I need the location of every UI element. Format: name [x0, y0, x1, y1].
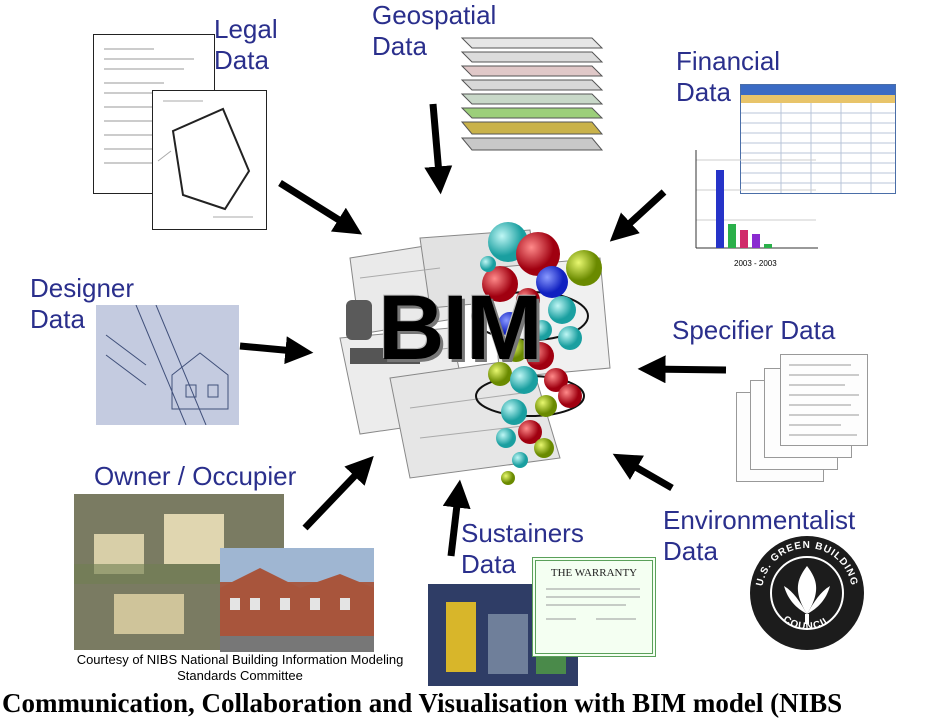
- geospatial-layers: [460, 37, 604, 151]
- database-icon: [346, 300, 372, 340]
- financial-label-line1: Financial: [676, 46, 781, 76]
- bim-spheres: [471, 222, 602, 485]
- owner-building-photo: [220, 548, 374, 652]
- legal-plat-map: [152, 90, 267, 230]
- legal-data-label: Legal Data: [214, 14, 278, 76]
- townhouse-photo: [220, 548, 374, 652]
- financial-label-line2: Data: [676, 77, 731, 107]
- sustainers-label-line1: Sustainers: [461, 518, 584, 548]
- arrow-sustainers: [442, 479, 471, 557]
- environmentalist-label-line1: Environmentalist: [663, 505, 856, 535]
- spreadsheet-grid: [741, 85, 895, 193]
- bim-title: BIM: [378, 277, 543, 379]
- arrow-designer: [239, 336, 314, 365]
- arrow-owner: [302, 455, 374, 531]
- specifier-sheet-1: [780, 354, 868, 446]
- arrow-specifier: [637, 355, 727, 384]
- designer-data-label: Designer Data: [30, 273, 134, 335]
- sustainers-label-line2: Data: [461, 549, 516, 579]
- specifier-text-lines: [789, 364, 859, 436]
- specifier-data-label: Specifier Data: [672, 315, 836, 345]
- geospatial-data-label: Geospatial Data: [372, 0, 496, 62]
- arrow-legal: [278, 180, 363, 235]
- warranty-text-lines: [546, 588, 640, 620]
- credit-line2: Standards Committee: [177, 668, 303, 683]
- nibs-credit: Courtesy of NIBS National Building Infor…: [40, 652, 440, 684]
- geospatial-label-line2: Data: [372, 31, 427, 61]
- film-strip-icon: [350, 348, 420, 364]
- chart-caption-text: 2003 - 2003: [734, 259, 777, 268]
- financial-bar-chart: 2003 - 2003: [695, 150, 818, 268]
- house-sketch: [105, 304, 229, 426]
- legal-label-line2: Data: [214, 45, 269, 75]
- designer-label-line1: Designer: [30, 273, 135, 303]
- legal-label-line1: Legal: [214, 14, 278, 44]
- geospatial-label-line1: Geospatial: [372, 0, 497, 30]
- leaf-icon: [797, 566, 817, 614]
- arrow-financial: [609, 189, 667, 242]
- sustainers-data-label: Sustainers Data: [461, 518, 584, 580]
- owner-occupier-label: Owner / Occupier: [94, 461, 297, 491]
- designer-label-line2: Data: [30, 304, 85, 334]
- plat-map-drawing: [157, 100, 253, 218]
- credit-line1: Courtesy of NIBS National Building Infor…: [76, 652, 404, 667]
- figure-caption: Communication, Collaboration and Visuali…: [2, 688, 843, 718]
- financial-data-label: Financial Data: [676, 46, 780, 108]
- warranty-certificate: THE WARRANTY: [532, 557, 656, 657]
- environmentalist-data-label: Environmentalist Data: [663, 505, 855, 567]
- environmentalist-label-line2: Data: [663, 536, 718, 566]
- arrow-geospatial: [424, 103, 453, 195]
- usgbc-seal: U.S. GREEN BUILDING COUNCIL: [750, 536, 864, 650]
- financial-spreadsheet: [740, 84, 896, 194]
- warranty-title: THE WARRANTY: [550, 567, 638, 579]
- designer-blueprint: [96, 304, 239, 426]
- arrow-environmentalist: [612, 453, 674, 492]
